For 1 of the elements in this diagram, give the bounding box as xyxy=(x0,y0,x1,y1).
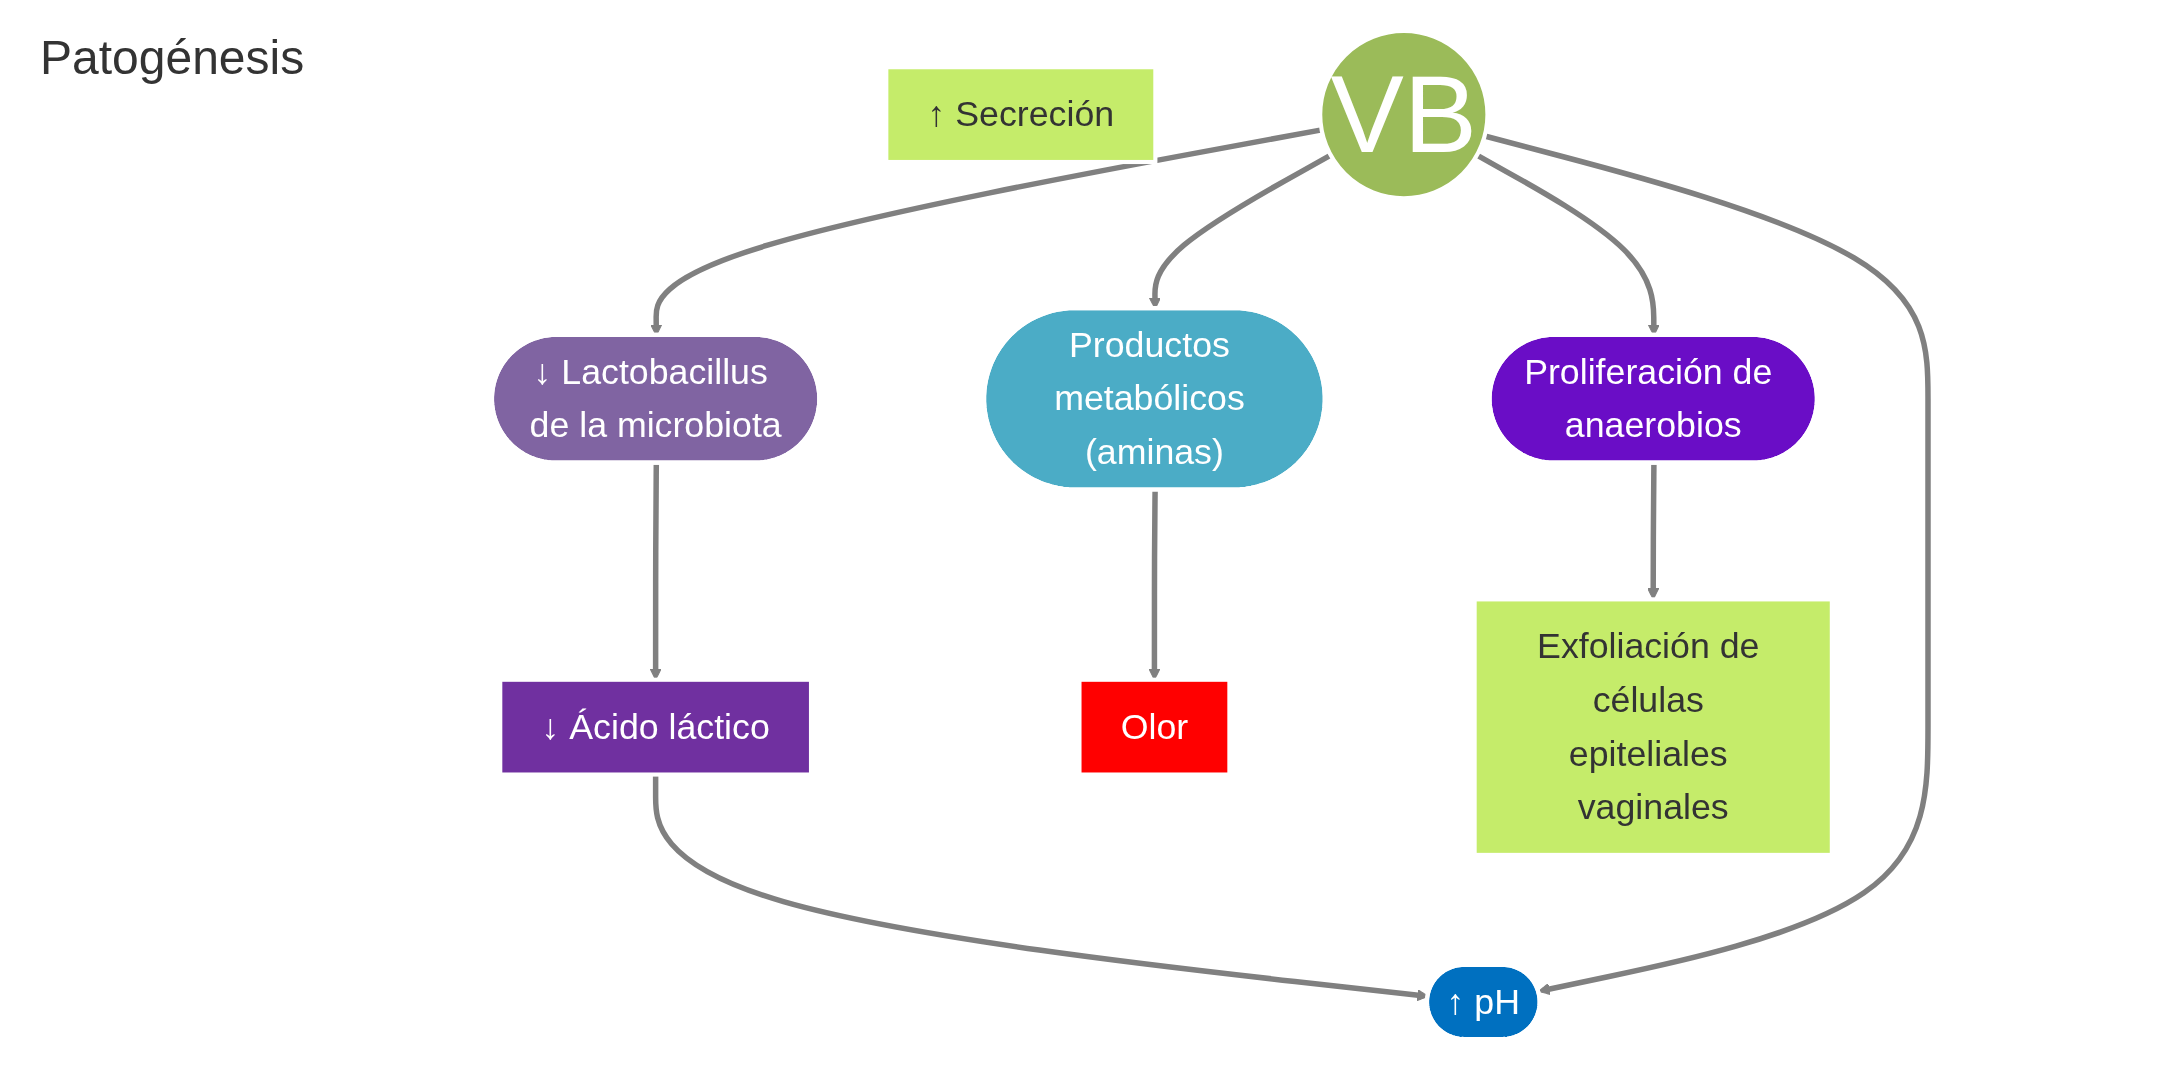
diagram-title: Patogénesis xyxy=(40,30,305,85)
